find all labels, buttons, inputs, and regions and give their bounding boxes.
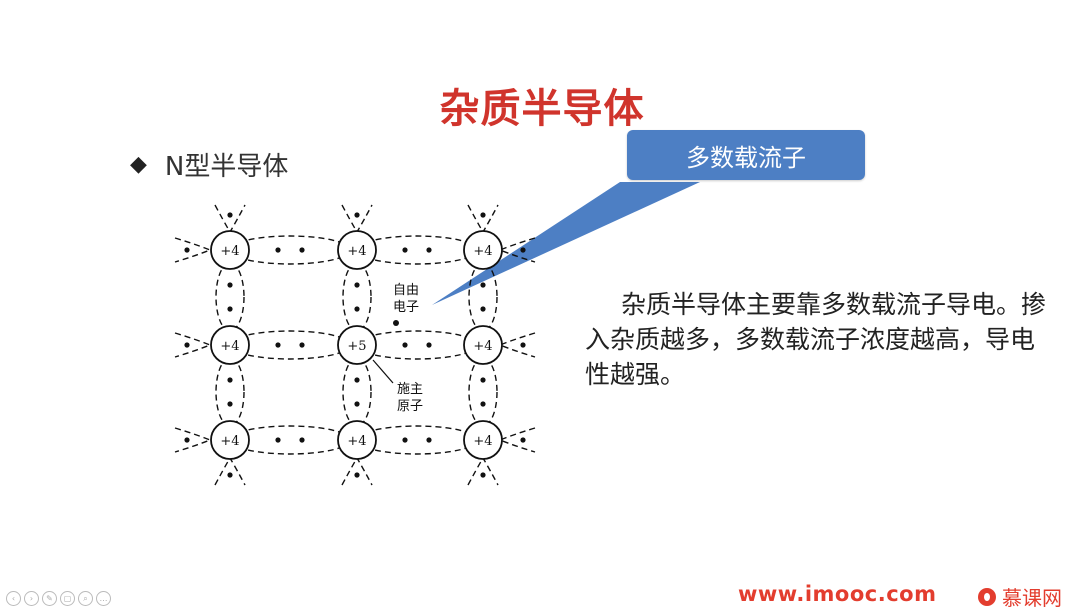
donor-atom-label-line2: 原子 — [397, 399, 423, 414]
brand-logo: 慕课网 — [978, 582, 1062, 611]
free-electron-label-line2: 电子 — [393, 300, 419, 315]
n-type-lattice-diagram: +4 +4 +4 +4 +5 +4 +4 +4 +4 自由 电子 施主 原子 — [174, 204, 536, 486]
donor-atom-label: +5 — [347, 339, 366, 354]
diamond-bullet-icon: ◆ — [130, 152, 147, 177]
bullet-item: ◆ N型半导体 — [130, 146, 288, 183]
slideshow-toolbar: ‹ › ✎ ▢ ⌕ … — [6, 591, 111, 606]
free-electron-label-line1: 自由 — [393, 283, 419, 298]
copy-icon[interactable]: ▢ — [60, 591, 75, 606]
pen-icon[interactable]: ✎ — [42, 591, 57, 606]
atom-label: +4 — [473, 434, 492, 449]
next-icon[interactable]: › — [24, 591, 39, 606]
zoom-icon[interactable]: ⌕ — [78, 591, 93, 606]
site-url: www.imooc.com — [738, 582, 937, 606]
atom-label: +4 — [473, 244, 492, 259]
brand-name: 慕课网 — [1002, 586, 1062, 610]
donor-pointer-line — [372, 359, 394, 384]
bullet-label: N型半导体 — [164, 152, 289, 182]
description-text: 杂质半导体主要靠多数载流子导电。掺入杂质越多，多数载流子浓度越高，导电性越强。 — [585, 290, 1047, 389]
atom-label: +4 — [347, 244, 366, 259]
donor-atom-label-line1: 施主 — [397, 382, 423, 397]
valence-electrons — [184, 212, 526, 478]
imooc-flame-icon — [978, 587, 996, 606]
prev-icon[interactable]: ‹ — [6, 591, 21, 606]
free-electron-dot — [393, 320, 399, 326]
atom-nuclei — [210, 230, 503, 460]
more-icon[interactable]: … — [96, 591, 111, 606]
callout-label: 多数载流子 — [686, 143, 806, 172]
atom-label: +4 — [473, 339, 492, 354]
callout-box: 多数载流子 — [627, 130, 865, 180]
atom-label: +4 — [220, 434, 239, 449]
atom-label: +4 — [220, 244, 239, 259]
atom-label: +4 — [347, 434, 366, 449]
slide-title: 杂质半导体 — [439, 86, 645, 132]
atom-label: +4 — [220, 339, 239, 354]
